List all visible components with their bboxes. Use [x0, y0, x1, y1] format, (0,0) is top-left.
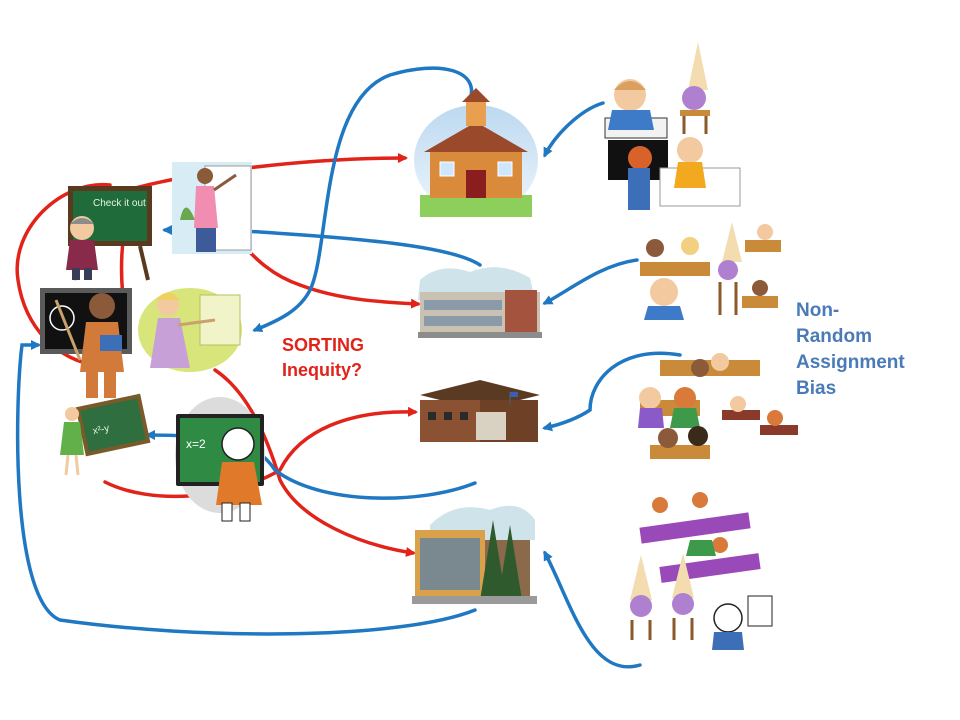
math-board-text: x=2: [186, 437, 206, 451]
teacher-ruler-icon: [138, 288, 242, 372]
urban-school-icon: [412, 505, 537, 604]
blue-arrow-urban-school-to-pointer-teacher: [15, 340, 477, 636]
teacher-pointing-board-icon: x²-y: [60, 393, 151, 476]
sorting-label-line-2: Inequity?: [282, 360, 362, 380]
blue-arrow-students1-to-schoolhouse: [543, 101, 605, 158]
red-arrow-to-urban-school: [213, 368, 416, 557]
bias-label-line-2: Random: [796, 326, 872, 347]
schoolhouse-icon: [414, 88, 538, 217]
teacher-pointer-icon: [40, 288, 132, 398]
students-group-1-icon: [604, 42, 741, 210]
teacher-chalkboard-icon: Check it out: [66, 186, 152, 281]
sorting-inequity-label: SORTING Inequity?: [282, 333, 364, 383]
bias-label-line-4: Bias: [796, 378, 837, 399]
students-group-2-icon: [640, 222, 781, 320]
teacher-math-icon: x=2: [175, 397, 265, 522]
modern-school-icon: [418, 267, 542, 338]
students-group-4-icon: [630, 492, 773, 650]
students-group-3-icon: [638, 353, 798, 459]
brick-school-icon: [420, 380, 540, 442]
non-random-assignment-bias-label: Non- Random Assignment Bias: [796, 298, 905, 402]
red-arrow-to-brick-school: [103, 406, 418, 499]
blue-arrow-students2-to-modern-school: [542, 258, 639, 305]
blue-arrow-students4-to-urban-school: [543, 550, 642, 669]
bias-label-line-1: Non-: [796, 300, 840, 321]
teacher-whiteboard-icon: [172, 162, 252, 254]
blue-arrow-schoolhouse-to-ruler-teacher: [252, 66, 474, 333]
sorting-label-line-1: SORTING: [282, 335, 365, 355]
blue-arrow-students3-to-brick-school: [542, 351, 682, 432]
bias-label-line-3: Assignment: [796, 352, 905, 373]
chalkboard-text: Check it out: [93, 198, 146, 209]
svg-text:x²-y: x²-y: [92, 423, 111, 437]
